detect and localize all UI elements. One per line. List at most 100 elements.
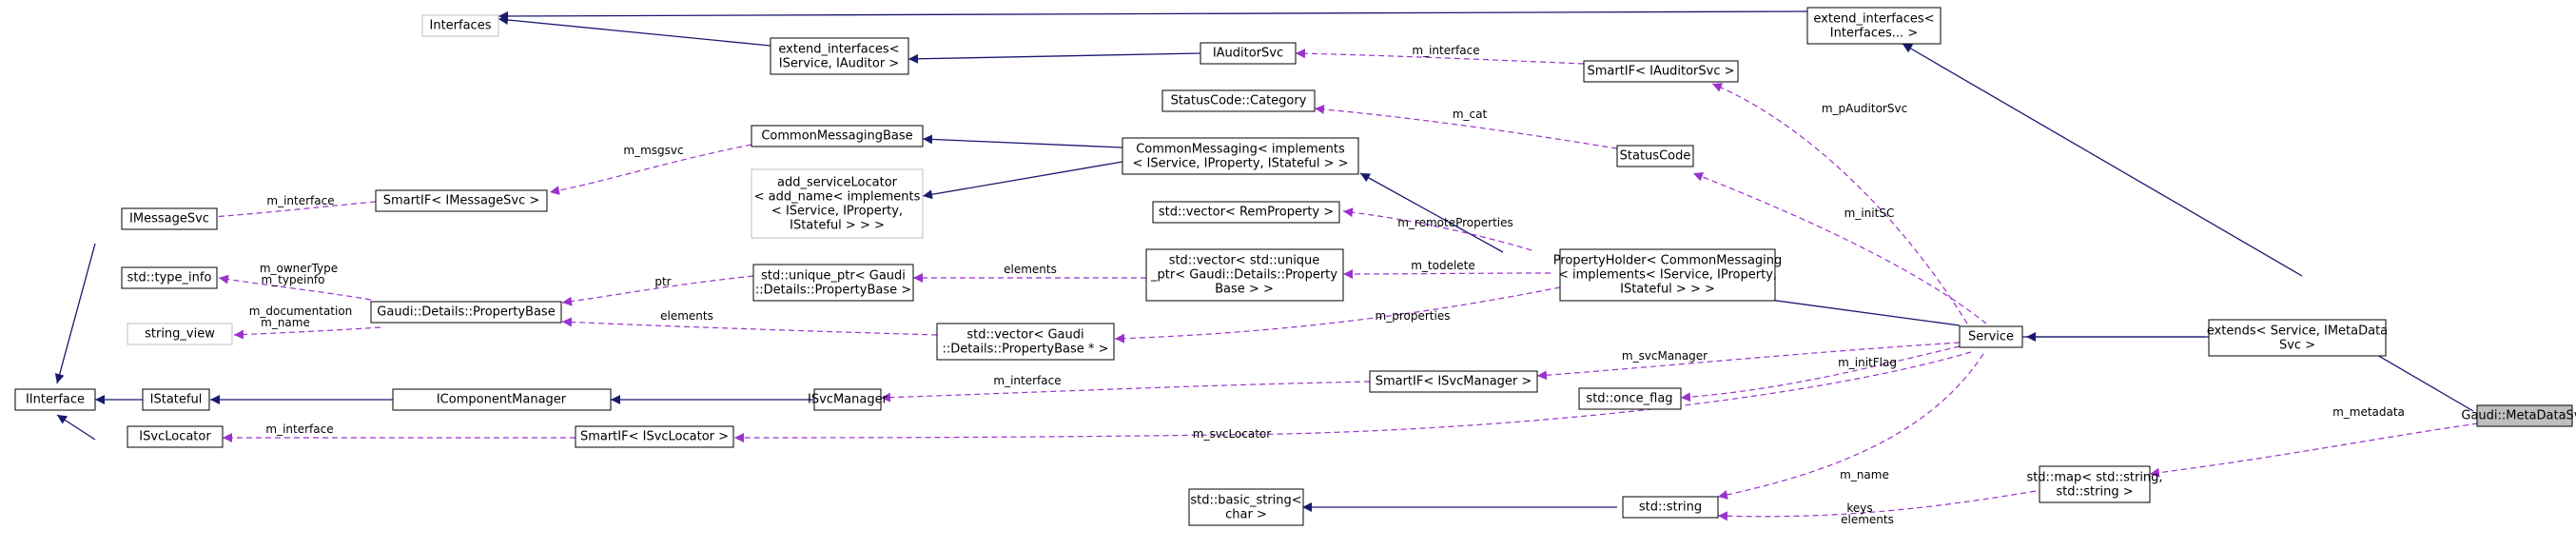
node-std-string[interactable]: std::string bbox=[1622, 496, 1719, 519]
edge-smartifsvcmanager-isvcmanager bbox=[880, 381, 1371, 403]
node-std-map[interactable]: std::map< std::string, std::string > bbox=[2026, 465, 2163, 503]
node-smartif-isvcmanager[interactable]: SmartIF< ISvcManager > bbox=[1369, 370, 1538, 393]
node-interfaces[interactable]: Interfaces bbox=[421, 14, 499, 37]
node-once-flag-label: std::once_flag bbox=[1586, 392, 1672, 406]
edge-extends-to-extendvar bbox=[1902, 43, 2303, 277]
node-add-servicelocator-line-2: < add_name< implements bbox=[754, 190, 921, 205]
node-propertyholder[interactable]: PropertyHolder< CommonMessaging < implem… bbox=[1553, 248, 1783, 302]
node-iauditorsvc[interactable]: IAuditorSvc bbox=[1200, 42, 1297, 65]
node-extend-interfaces-iservice-iauditor[interactable]: extend_interfaces< IService, IAuditor > bbox=[770, 37, 909, 75]
node-once-flag[interactable]: std::once_flag bbox=[1578, 387, 1682, 410]
node-commonmessaging-line-2: < IService, IProperty, IStateful > > bbox=[1133, 157, 1349, 171]
node-extends-service-imetadatasvc[interactable]: extends< Service, IMetaData Svc > bbox=[2207, 319, 2388, 357]
node-extends-service-imetadatasvc-line-2: Svc > bbox=[2279, 339, 2315, 353]
node-commonmessaging-line-1: CommonMessaging< implements bbox=[1136, 143, 1345, 157]
node-icomponentmanager[interactable]: IComponentManager bbox=[392, 388, 612, 411]
node-unique-ptr-line-2: ::Details::PropertyBase > bbox=[755, 284, 911, 298]
node-string-view[interactable]: string_view bbox=[127, 323, 233, 345]
label-m-documentation: m_documentation bbox=[249, 304, 353, 318]
label-ptr: ptr bbox=[654, 275, 671, 288]
edge-metadatasvc-map bbox=[2149, 422, 2479, 478]
label-m-msgsvc: m_msgsvc bbox=[623, 144, 683, 157]
edge-service-string bbox=[1717, 353, 1984, 500]
label-m-interface-svcmanager: m_interface bbox=[993, 374, 1061, 387]
label-m-name-pb: m_name bbox=[261, 316, 310, 329]
node-smartif-imessagesvc[interactable]: SmartIF< IMessageSvc > bbox=[375, 189, 548, 212]
node-type-info[interactable]: std::type_info bbox=[121, 266, 218, 289]
edge-isvclocator-to-iinterface bbox=[56, 414, 96, 441]
node-vector-propertybase-ptr-line-2: ::Details::PropertyBase * > bbox=[943, 343, 1109, 357]
node-iinterface[interactable]: IInterface bbox=[14, 388, 96, 411]
edge-propertyholder-vectorpropbase bbox=[1114, 285, 1571, 344]
node-isvclocator[interactable]: ISvcLocator bbox=[127, 425, 224, 448]
node-imessagesvc[interactable]: IMessageSvc bbox=[121, 207, 218, 230]
label-elements-map: elements bbox=[1841, 513, 1894, 526]
node-basic-string[interactable]: std::basic_string< char > bbox=[1188, 488, 1304, 526]
node-propertyholder-line-3: IStateful > > > bbox=[1620, 283, 1715, 297]
node-unique-ptr[interactable]: std::unique_ptr< Gaudi ::Details::Proper… bbox=[752, 264, 914, 302]
node-istateful[interactable]: IStateful bbox=[142, 388, 210, 411]
node-isvcmanager[interactable]: ISvcManager bbox=[808, 388, 888, 411]
node-vector-unique-ptr-line-1: std::vector< std::unique bbox=[1169, 254, 1320, 268]
node-add-servicelocator[interactable]: add_serviceLocator < add_name< implement… bbox=[751, 168, 924, 239]
label-m-typeinfo: m_typeinfo bbox=[261, 273, 324, 286]
node-commonmessaging[interactable]: CommonMessaging< implements < IService, … bbox=[1122, 137, 1359, 175]
node-service[interactable]: Service bbox=[1959, 325, 2023, 348]
node-statuscode-category-label: StatusCode::Category bbox=[1171, 94, 1307, 108]
edge-imessagesvc-to-iinterface bbox=[54, 243, 96, 384]
nodes: Interfaces extend_interfaces< IService, … bbox=[14, 7, 2576, 526]
node-iauditorsvc-label: IAuditorSvc bbox=[1213, 47, 1283, 61]
node-std-string-label: std::string bbox=[1639, 501, 1702, 515]
edge-propertyholder-vectorremprop bbox=[1342, 207, 1532, 251]
node-type-info-label: std::type_info bbox=[127, 271, 212, 285]
label-m-svcmanager: m_svcManager bbox=[1622, 349, 1708, 363]
node-gaudi-metadatasvc-label: Gaudi::MetaDataSvc bbox=[2461, 409, 2576, 423]
label-m-todelete: m_todelete bbox=[1411, 259, 1475, 272]
label-elements-pb: elements bbox=[660, 309, 713, 323]
label-m-name-service: m_name bbox=[1840, 468, 1889, 481]
node-extend-interfaces-iservice-iauditor-line-2: IService, IAuditor > bbox=[779, 57, 899, 71]
edge-service-statuscode bbox=[1692, 172, 1987, 324]
edge-vectorpropbase-propertybase bbox=[561, 317, 938, 336]
node-vector-remproperty-label: std::vector< RemProperty > bbox=[1159, 206, 1334, 220]
node-vector-unique-ptr-line-2: _ptr< Gaudi::Details::Property bbox=[1150, 268, 1337, 283]
node-extend-interfaces-variadic[interactable]: extend_interfaces< Interfaces... > bbox=[1806, 7, 1942, 45]
node-basic-string-line-1: std::basic_string< bbox=[1190, 494, 1301, 508]
edge-iauditorsvc-to-extendsvcaud bbox=[907, 52, 1201, 64]
node-vector-propertybase-ptr[interactable]: std::vector< Gaudi ::Details::PropertyBa… bbox=[936, 323, 1115, 361]
node-extend-interfaces-variadic-line-1: extend_interfaces< bbox=[1813, 12, 1934, 27]
node-statuscode-label: StatusCode bbox=[1620, 149, 1691, 164]
node-unique-ptr-line-1: std::unique_ptr< Gaudi bbox=[761, 269, 906, 284]
node-string-view-label: string_view bbox=[145, 327, 215, 342]
node-std-map-line-2: std::string > bbox=[2056, 485, 2133, 500]
node-gaudi-metadatasvc[interactable]: Gaudi::MetaDataSvc bbox=[2461, 404, 2576, 427]
node-basic-string-line-2: char > bbox=[1225, 508, 1267, 522]
node-smartif-imessagesvc-label: SmartIF< IMessageSvc > bbox=[383, 194, 540, 208]
label-m-remoteproperties: m_remoteProperties bbox=[1397, 216, 1513, 229]
node-propertybase-label: Gaudi::Details::PropertyBase bbox=[377, 305, 555, 320]
edge-smartifauditor-iauditorsvc bbox=[1295, 49, 1585, 65]
node-isvclocator-label: ISvcLocator bbox=[139, 430, 211, 444]
label-m-metadata: m_metadata bbox=[2332, 405, 2405, 419]
edge-commonmessaging-to-addsvcloc bbox=[922, 161, 1123, 200]
node-smartif-isvclocator[interactable]: SmartIF< ISvcLocator > bbox=[575, 425, 734, 448]
node-smartif-iauditorsvc[interactable]: SmartIF< IAuditorSvc > bbox=[1583, 60, 1739, 83]
node-propertyholder-line-1: PropertyHolder< CommonMessaging bbox=[1553, 254, 1783, 268]
edge-labels: m_interface m_pAuditorSvc m_cat m_msgsvc… bbox=[249, 44, 2405, 526]
node-vector-remproperty[interactable]: std::vector< RemProperty > bbox=[1152, 201, 1340, 224]
node-iinterface-label: IInterface bbox=[26, 393, 85, 407]
node-statuscode[interactable]: StatusCode bbox=[1616, 145, 1694, 167]
edge-cmbase-smartifmessage bbox=[549, 144, 752, 196]
node-smartif-isvcmanager-label: SmartIF< ISvcManager > bbox=[1376, 375, 1532, 389]
edge-propertyholder-to-commonmessaging bbox=[1359, 172, 1504, 253]
node-extends-service-imetadatasvc-line-1: extends< Service, IMetaData bbox=[2207, 324, 2388, 339]
node-commonmessagingbase[interactable]: CommonMessagingBase bbox=[751, 125, 924, 147]
label-m-cat: m_cat bbox=[1453, 108, 1488, 121]
node-statuscode-category[interactable]: StatusCode::Category bbox=[1161, 89, 1316, 112]
node-propertyholder-line-2: < implements< IService, IProperty, bbox=[1558, 268, 1777, 283]
label-m-interface-message: m_interface bbox=[266, 194, 334, 207]
node-vector-unique-ptr-line-3: Base > > bbox=[1215, 283, 1274, 297]
node-vector-unique-ptr[interactable]: std::vector< std::unique _ptr< Gaudi::De… bbox=[1145, 248, 1344, 302]
node-propertybase[interactable]: Gaudi::Details::PropertyBase bbox=[370, 301, 562, 324]
